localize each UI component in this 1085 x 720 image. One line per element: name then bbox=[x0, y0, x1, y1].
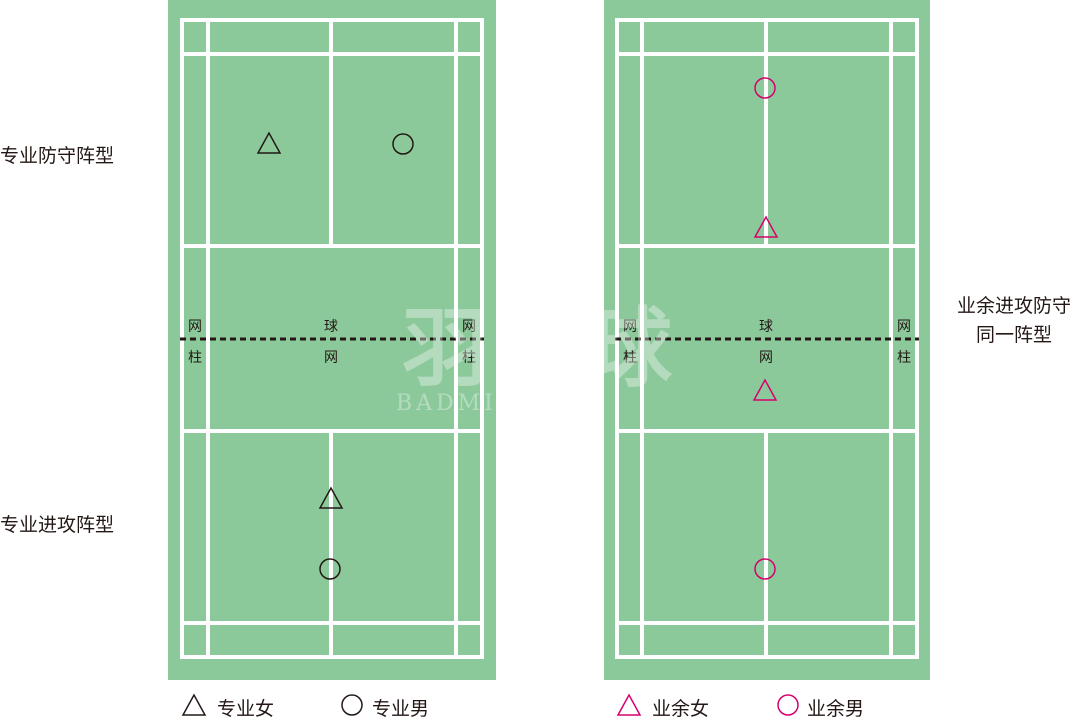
net-post-left-char1: 网 bbox=[623, 319, 637, 335]
amateur-female-triangle-icon bbox=[752, 378, 778, 401]
net-post-right-char2: 柱 bbox=[462, 350, 476, 366]
pro-female-legend-triangle-icon bbox=[181, 693, 207, 716]
pro-male-circle-icon bbox=[319, 558, 341, 580]
legend-pro-female: 专业女 bbox=[217, 698, 274, 720]
net-post-right-char1: 网 bbox=[462, 319, 476, 335]
watermark: 羽毛球 BADMINTON bbox=[396, 299, 678, 416]
net-center-char2: 网 bbox=[759, 350, 773, 366]
legend-amateur-male: 业余男 bbox=[807, 698, 864, 720]
net-post-left-char2: 柱 bbox=[188, 350, 202, 366]
legend: 专业女 专业男 业余女 业余男 bbox=[181, 693, 864, 720]
net-post-right-char2: 柱 bbox=[897, 350, 911, 366]
net-post-left-char2: 柱 bbox=[623, 350, 637, 366]
net-post-right-char1: 网 bbox=[897, 319, 911, 335]
pro-male-circle-icon bbox=[392, 133, 414, 155]
label-amateur-line1: 业余进攻防守 bbox=[957, 295, 1071, 317]
amateur-male-legend-circle-icon bbox=[777, 694, 799, 716]
watermark-logo: 羽毛球 bbox=[402, 299, 678, 399]
legend-amateur-female: 业余女 bbox=[652, 698, 709, 720]
amateur-male-circle-icon bbox=[754, 77, 776, 99]
net-center-char1: 球 bbox=[759, 319, 773, 335]
amateur-female-triangle-icon bbox=[753, 215, 779, 238]
label-amateur-line2: 同一阵型 bbox=[976, 324, 1052, 346]
amateur-female-legend-triangle-icon bbox=[616, 693, 642, 716]
label-pro-defense: 专业防守阵型 bbox=[0, 145, 114, 167]
left-court: 网 柱 球 网 网 柱 bbox=[168, 0, 496, 680]
amateur-male-circle-icon bbox=[754, 558, 776, 580]
watermark-sub: BADMINTON bbox=[396, 391, 584, 416]
net-center-char2: 网 bbox=[324, 350, 338, 366]
label-pro-attack: 专业进攻阵型 bbox=[0, 514, 114, 536]
right-court: 网 柱 球 网 网 柱 bbox=[604, 0, 930, 680]
legend-pro-male: 专业男 bbox=[372, 698, 429, 720]
pro-male-legend-circle-icon bbox=[341, 694, 363, 716]
net-post-left-char1: 网 bbox=[188, 319, 202, 335]
pro-female-triangle-icon bbox=[318, 486, 344, 509]
net-center-char1: 球 bbox=[324, 319, 338, 335]
pro-female-triangle-icon bbox=[256, 131, 282, 154]
